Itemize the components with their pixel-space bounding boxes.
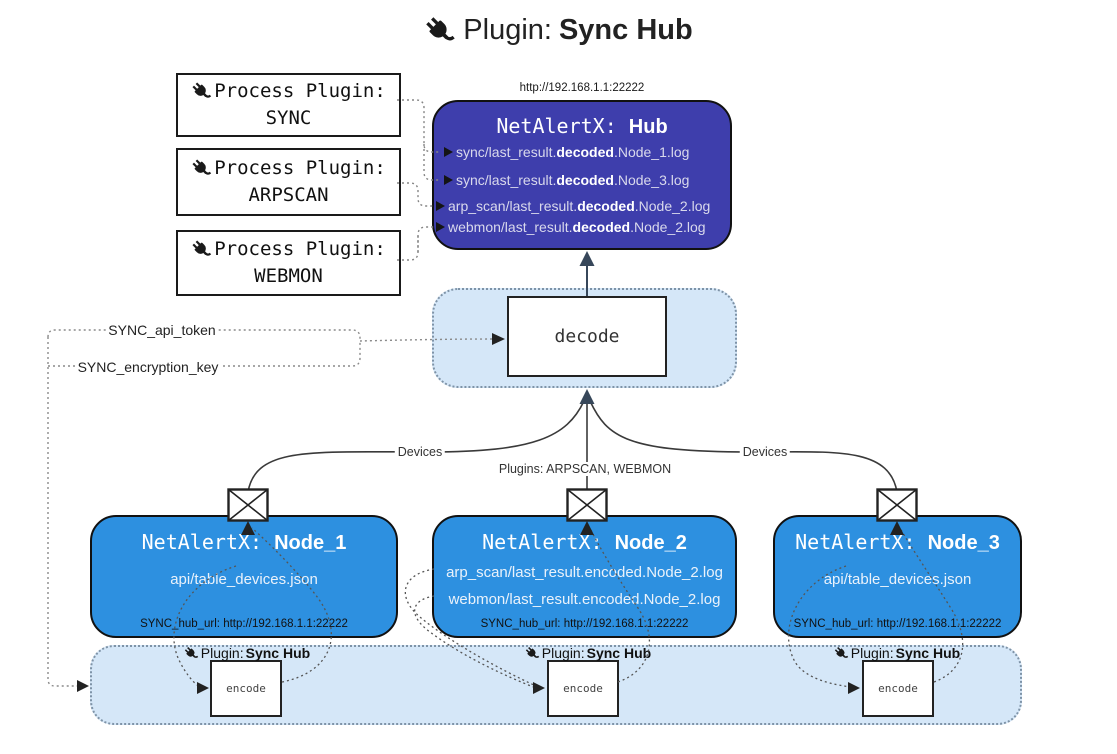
node-to-decode-edges xyxy=(247,399,898,493)
plug-icon xyxy=(424,15,456,47)
plug-icon xyxy=(191,158,212,179)
hub-box: NetAlertX: Hub sync/last_result.decoded.… xyxy=(432,100,732,250)
hub-log-line: webmon/last_result.decoded.Node_2.log xyxy=(436,219,706,235)
encode-box: encode xyxy=(547,660,619,717)
process-plugin-webmon-box: Process Plugin: WEBMON xyxy=(176,230,401,296)
plug-icon xyxy=(834,646,849,661)
title-prefix: Plugin: xyxy=(463,14,552,46)
title-name: Sync Hub xyxy=(558,14,693,46)
edge-label-devices-left: Devices xyxy=(394,445,446,459)
process-plugin-name: WEBMON xyxy=(254,265,323,287)
band-plugin-label: Plugin: Sync Hub xyxy=(184,645,310,661)
hub-title-prefix: NetAlertX: xyxy=(496,114,629,138)
edge-label-plugins-mid: Plugins: ARPSCAN, WEBMON xyxy=(495,462,675,476)
node-file-line: api/table_devices.json xyxy=(823,571,972,588)
encode-box: encode xyxy=(862,660,934,717)
sync-encryption-key-label: SYNC_encryption_key xyxy=(75,359,221,375)
process-plugin-arpscan-box: Process Plugin: ARPSCAN xyxy=(176,148,401,216)
node-title: NetAlertX: Node_2 xyxy=(482,530,687,554)
decode-box: decode xyxy=(507,296,667,377)
process-plugin-heading: Process Plugin: xyxy=(214,238,386,261)
page-title: Plugin: Sync Hub xyxy=(0,14,1117,47)
encode-box: encode xyxy=(210,660,282,717)
hub-log-line: sync/last_result.decoded.Node_1.log xyxy=(444,144,689,160)
hub-url-label: http://192.168.1.1:22222 xyxy=(519,82,645,94)
node-file-line: api/table_devices.json xyxy=(170,571,318,588)
node1-box: NetAlertX: Node_1 api/table_devices.json… xyxy=(90,515,398,638)
plug-icon xyxy=(191,239,212,260)
band-plugin-label: Plugin: Sync Hub xyxy=(525,645,651,661)
node-hub-url: SYNC_hub_url: http://192.168.1.1:22222 xyxy=(793,618,1002,630)
mail-envelope-icon xyxy=(227,488,269,522)
node-title: NetAlertX: Node_3 xyxy=(795,530,1000,554)
process-plugin-sync-box: Process Plugin: SYNC xyxy=(176,73,401,137)
arrowhead-into-decode-container xyxy=(579,389,595,404)
hub-log-line: sync/last_result.decoded.Node_3.log xyxy=(444,172,689,188)
hub-title-name: Hub xyxy=(628,116,668,138)
plug-icon xyxy=(191,81,212,102)
node-file-line: webmon/last_result.encoded.Node_2.log xyxy=(448,591,721,608)
node-file-line: arp_scan/last_result.encoded.Node_2.log xyxy=(446,564,723,581)
mail-envelope-icon xyxy=(566,488,608,522)
process-plugin-name: ARPSCAN xyxy=(248,184,329,206)
arrowhead-into-band xyxy=(77,680,89,692)
process-plugin-name: SYNC xyxy=(265,107,312,129)
plug-icon xyxy=(525,646,540,661)
plug-icon xyxy=(184,646,199,661)
node-title: NetAlertX: Node_1 xyxy=(141,530,347,554)
mail-envelope-icon xyxy=(876,488,918,522)
sync-api-token-label: SYNC_api_token xyxy=(106,322,218,338)
process-plugin-heading: Process Plugin: xyxy=(214,80,386,103)
node2-box: NetAlertX: Node_2 arp_scan/last_result.e… xyxy=(432,515,737,638)
node-hub-url: SYNC_hub_url: http://192.168.1.1:22222 xyxy=(480,618,689,630)
edge-label-devices-right: Devices xyxy=(739,445,791,459)
process-plugin-heading: Process Plugin: xyxy=(214,157,386,180)
band-plugin-label: Plugin: Sync Hub xyxy=(834,645,960,661)
node3-box: NetAlertX: Node_3 api/table_devices.json… xyxy=(773,515,1022,638)
hub-title: NetAlertX: Hub xyxy=(434,114,730,139)
hub-log-line: arp_scan/last_result.decoded.Node_2.log xyxy=(436,198,710,214)
node-hub-url: SYNC_hub_url: http://192.168.1.1:22222 xyxy=(140,618,348,630)
